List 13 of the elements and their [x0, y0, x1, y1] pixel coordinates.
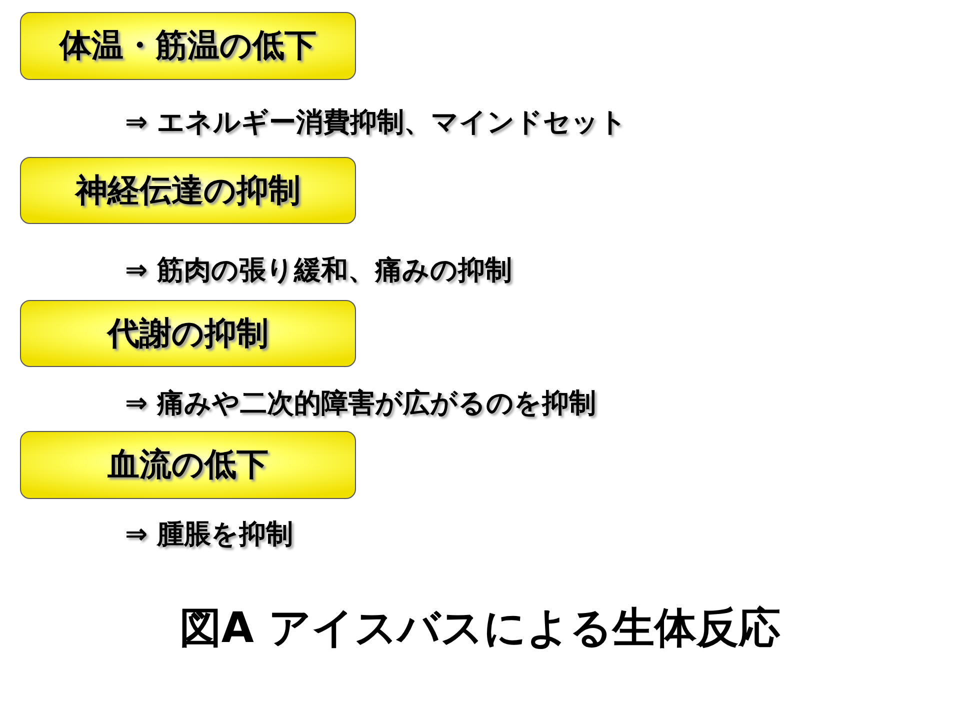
figure-caption: 図A アイスバスによる生体反応: [178, 602, 782, 654]
box-heading: 代謝の抑制: [108, 312, 268, 354]
box-heading: 神経伝達の抑制: [76, 170, 300, 210]
box-heading: 体温・筋温の低下: [60, 25, 316, 66]
effect-note: ⇒ 筋肉の張り緩和、痛みの抑制: [125, 254, 512, 288]
highlight-box: [20, 12, 356, 80]
highlight-box: [20, 300, 356, 367]
highlight-box: [20, 431, 356, 499]
box-heading: 血流の低下: [108, 444, 268, 485]
effect-note: ⇒ 腫脹を抑制: [125, 518, 294, 552]
effect-note: ⇒ エネルギー消費抑制、マインドセット: [125, 106, 628, 140]
highlight-box: [20, 157, 356, 224]
effect-note: ⇒ 痛みや二次的障害が広がるのを抑制: [125, 387, 596, 421]
